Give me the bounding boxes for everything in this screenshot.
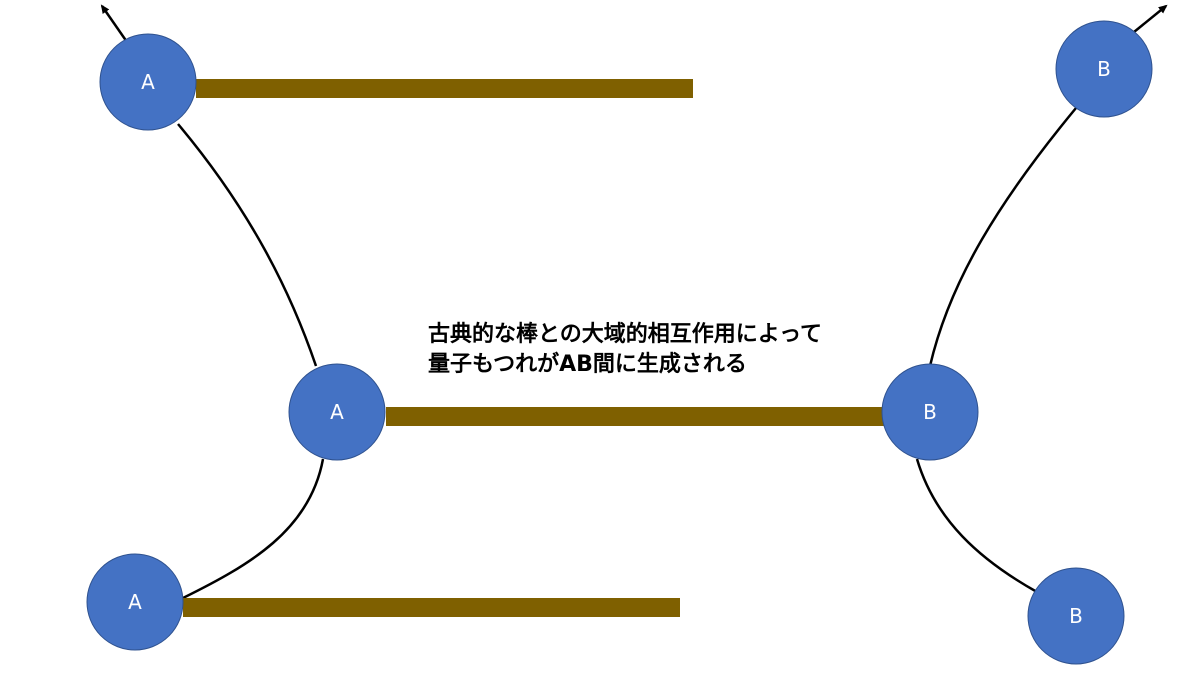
particle-a-bottom: A bbox=[86, 553, 184, 651]
classical-rod-middle bbox=[386, 407, 884, 426]
particle-label: A bbox=[128, 590, 142, 614]
particle-b-top: B bbox=[1055, 20, 1153, 118]
caption-line-2: 量子もつれがAB間に生成される bbox=[428, 352, 747, 377]
caption-line-1: 古典的な棒との大域的相互作用によって bbox=[428, 322, 823, 347]
particle-b-middle: B bbox=[881, 363, 979, 461]
particle-label: B bbox=[923, 400, 937, 424]
particle-a-middle: A bbox=[288, 363, 386, 461]
trajectory-b-upper bbox=[928, 107, 1077, 367]
trajectory-a-lower bbox=[182, 458, 325, 600]
particle-b-bottom: B bbox=[1027, 567, 1125, 665]
arrow-a-out bbox=[100, 4, 129, 43]
trajectory-b-lower bbox=[915, 458, 1038, 594]
classical-rod-top bbox=[196, 79, 693, 98]
particle-label: B bbox=[1097, 57, 1111, 81]
particle-label: A bbox=[330, 400, 344, 424]
particle-label: B bbox=[1069, 604, 1083, 628]
classical-rod-bottom bbox=[183, 598, 680, 617]
arrow-b-out bbox=[1133, 4, 1168, 33]
particle-a-top: A bbox=[99, 33, 197, 131]
diagram-caption: 古典的な棒との大域的相互作用によって 量子もつれがAB間に生成される bbox=[428, 320, 822, 380]
trajectory-a-upper bbox=[177, 123, 318, 367]
particle-label: A bbox=[141, 70, 155, 94]
